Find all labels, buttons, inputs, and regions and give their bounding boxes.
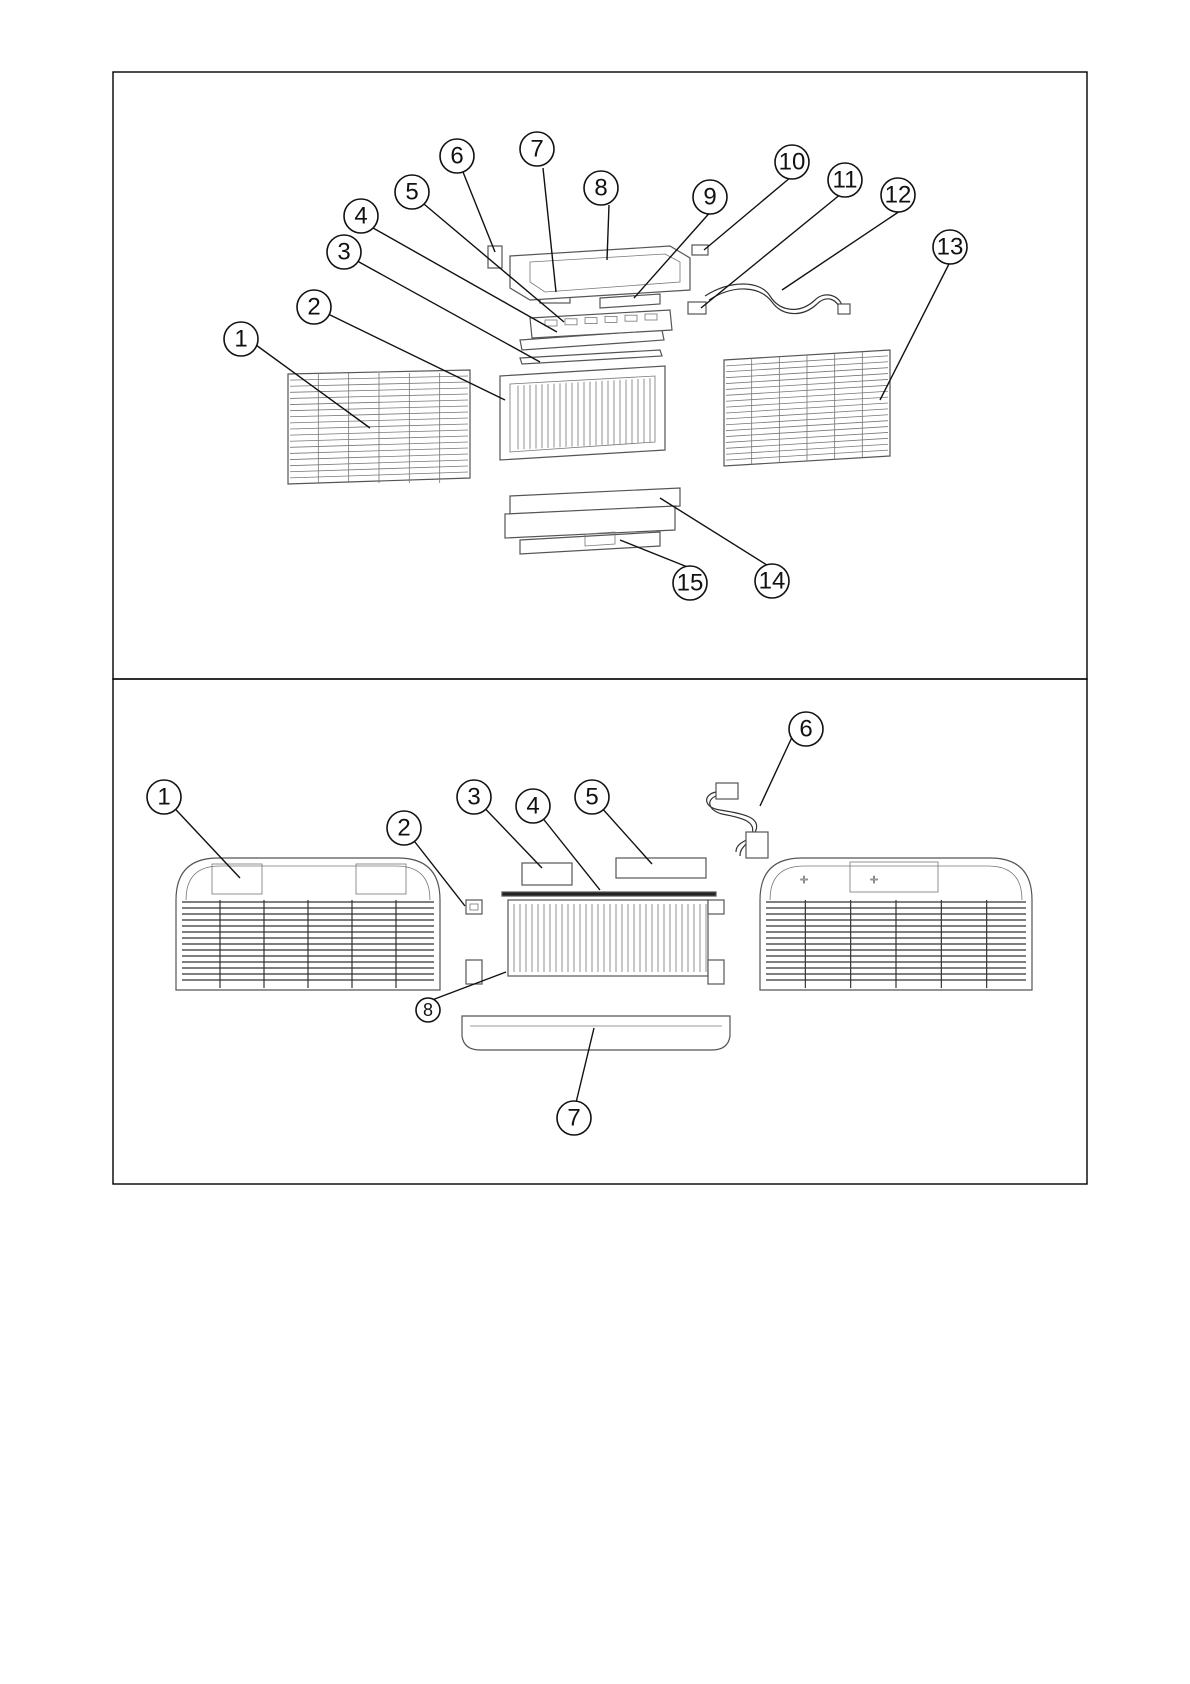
svg-text:6: 6 <box>450 143 463 170</box>
upper-callout-13: 13 <box>933 230 967 264</box>
upper-parts <box>288 245 890 554</box>
upper-part-14-bottom-tray <box>505 488 680 538</box>
lower-part-1-left-housing <box>176 858 440 990</box>
upper-callout-15: 15 <box>673 566 707 600</box>
upper-callout-5: 5 <box>395 175 429 209</box>
svg-text:6: 6 <box>799 716 812 743</box>
svg-text:9: 9 <box>703 184 716 211</box>
svg-text:13: 13 <box>937 234 964 261</box>
svg-text:4: 4 <box>526 793 539 820</box>
upper-part-3-plate <box>520 350 662 364</box>
svg-text:2: 2 <box>307 294 320 321</box>
lower-part-4-bar <box>502 892 716 896</box>
upper-callout-9: 9 <box>693 180 727 214</box>
svg-text:3: 3 <box>467 784 480 811</box>
svg-text:8: 8 <box>594 175 607 202</box>
svg-text:5: 5 <box>405 179 418 206</box>
svg-text:10: 10 <box>779 149 806 176</box>
lower-part-5-long-plate <box>616 858 706 878</box>
svg-text:1: 1 <box>234 326 247 353</box>
lower-part-6-power-cord <box>707 783 768 858</box>
upper-callout-14: 14 <box>755 564 789 598</box>
upper-part-2-heating-element <box>500 366 665 460</box>
upper-part-9-bracket <box>600 294 660 308</box>
lower-callout-6: 6 <box>789 712 823 746</box>
svg-text:15: 15 <box>677 570 704 597</box>
lower-part-2-brackets-right <box>708 900 724 984</box>
lower-callout-2: 2 <box>387 811 421 845</box>
upper-part-1-left-grille <box>288 370 470 484</box>
svg-text:+: + <box>800 871 808 887</box>
lower-part-7-bottom-base <box>462 1016 730 1050</box>
lower-parts: + + <box>176 783 1032 1050</box>
upper-callout-12: 12 <box>881 178 915 212</box>
upper-callout-4: 4 <box>344 199 378 233</box>
lower-callout-7: 7 <box>557 1101 591 1135</box>
svg-text:5: 5 <box>585 784 598 811</box>
svg-text:11: 11 <box>833 167 858 194</box>
lower-callout-8: 8 <box>416 998 440 1022</box>
lower-part-8-heating-element <box>508 900 708 976</box>
svg-text:+: + <box>870 871 878 887</box>
lower-callout-3: 3 <box>457 780 491 814</box>
lower-part-1-right-housing: + + <box>760 858 1032 990</box>
svg-text:2: 2 <box>397 815 410 842</box>
svg-text:4: 4 <box>354 203 367 230</box>
upper-callout-8: 8 <box>584 171 618 205</box>
lower-part-2-brackets-left <box>466 900 482 984</box>
svg-text:12: 12 <box>885 182 912 209</box>
upper-part-13-right-grille <box>724 350 890 466</box>
upper-callout-2: 2 <box>297 290 331 324</box>
upper-callout-6: 6 <box>440 139 474 173</box>
svg-text:7: 7 <box>530 136 543 163</box>
upper-callout-10: 10 <box>775 145 809 179</box>
lower-callout-1: 1 <box>147 780 181 814</box>
upper-callout-1: 1 <box>224 322 258 356</box>
svg-text:3: 3 <box>337 239 350 266</box>
svg-text:7: 7 <box>567 1105 580 1132</box>
svg-text:14: 14 <box>759 568 786 595</box>
svg-text:1: 1 <box>157 784 170 811</box>
upper-callout-7: 7 <box>520 132 554 166</box>
upper-callout-3: 3 <box>327 235 361 269</box>
svg-text:8: 8 <box>423 1000 433 1020</box>
upper-part-11-connector <box>688 302 706 314</box>
upper-part-8-top-housing <box>510 246 690 300</box>
lower-callout-5: 5 <box>575 780 609 814</box>
upper-callout-11: 11 <box>828 163 862 197</box>
upper-part-10-knob <box>692 245 708 255</box>
lower-callout-4: 4 <box>516 789 550 823</box>
lower-part-3-small-plate <box>522 863 572 885</box>
